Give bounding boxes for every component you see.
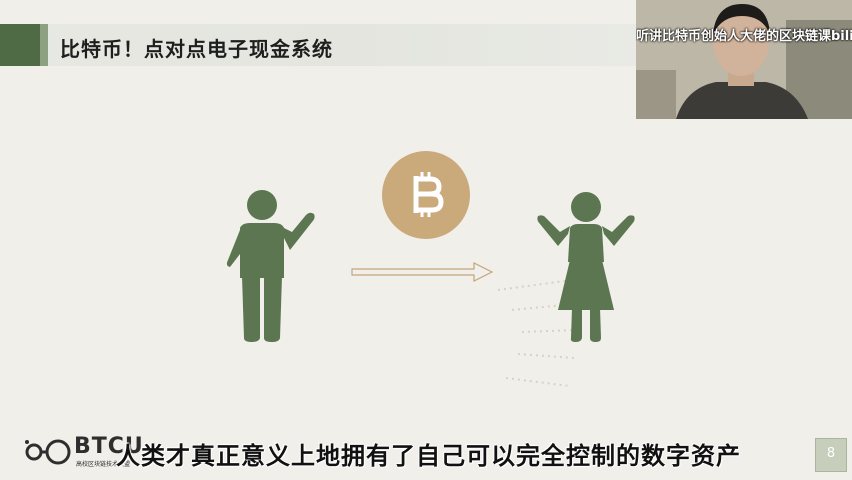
receiver-person-icon [537, 192, 635, 342]
logo-subtext: 高校区块链技术联盟 [76, 461, 131, 468]
page-title: 比特币！点对点电子现金系统 [60, 37, 333, 61]
title-bar [0, 24, 640, 66]
video-subtitle: 人类才真正意义上地拥有了自己可以完全控制的数字资产 [116, 442, 741, 470]
logo-brand-text: BTCU [74, 434, 144, 459]
title-accent-light [40, 24, 48, 66]
transfer-arrow-icon [351, 262, 494, 282]
webcam-overlay-text: 听讲比特币创始人大佬的区块链课bilibili [636, 29, 852, 44]
sender-person-icon [226, 190, 315, 342]
btcu-logo-icon [25, 439, 71, 465]
presenter-image [636, 0, 852, 119]
motion-lines-decoration [497, 280, 577, 387]
page-number: 8 [826, 446, 836, 461]
webcam-video: 听讲比特币创始人大佬的区块链课bilibili [636, 0, 852, 119]
title-accent-dark [0, 24, 40, 66]
page-number-badge: 8 [815, 438, 847, 472]
bitcoin-coin-icon [382, 151, 470, 239]
